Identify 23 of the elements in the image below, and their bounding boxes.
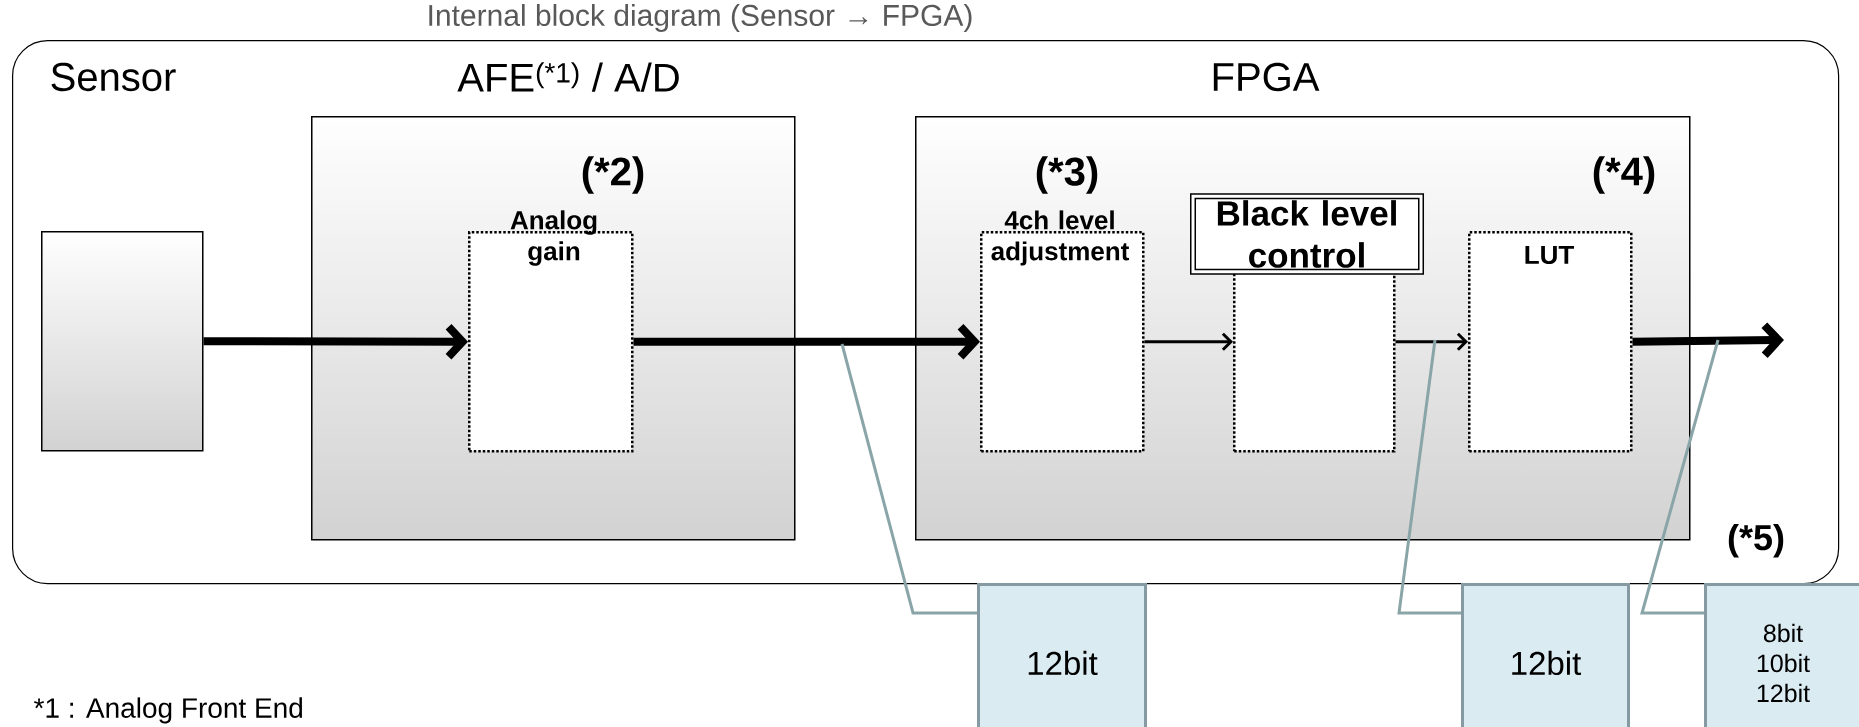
- note-mark: (*2): [582, 156, 644, 194]
- note-mark: (*3): [1036, 156, 1098, 194]
- title: Internal block diagram (Sensor → FPGA): [429, 4, 972, 32]
- footnote: *1 : Analog Front End: [34, 697, 302, 724]
- leader-line: [1397, 339, 1461, 615]
- leader-line: [840, 343, 977, 615]
- leader-line: [1640, 339, 1720, 615]
- block-heading: FPGA: [1213, 62, 1320, 92]
- note-mark: (*4): [1593, 156, 1655, 194]
- block-label: LUT: [1525, 245, 1574, 265]
- bit-width-box: 12bit: [977, 583, 1147, 727]
- block-heading: AFE$^{(*1)}$ / A/D: [457, 62, 679, 92]
- arrow: [1144, 332, 1233, 351]
- block-label: Analog gain: [510, 210, 597, 266]
- block-heading: Sensor: [51, 62, 176, 92]
- bit-width-box: 8bit 10bit 12bit: [1704, 583, 1859, 727]
- arrow: [1395, 332, 1468, 351]
- bit-width-box: 12bit: [1461, 583, 1630, 727]
- note-mark: (*5): [1728, 523, 1784, 558]
- panel-frame: [12, 40, 1840, 585]
- process-box: Black level control: [1190, 193, 1424, 453]
- block-label: 4ch level adjustment: [991, 210, 1130, 266]
- node-label: Black level: [1217, 200, 1396, 226]
